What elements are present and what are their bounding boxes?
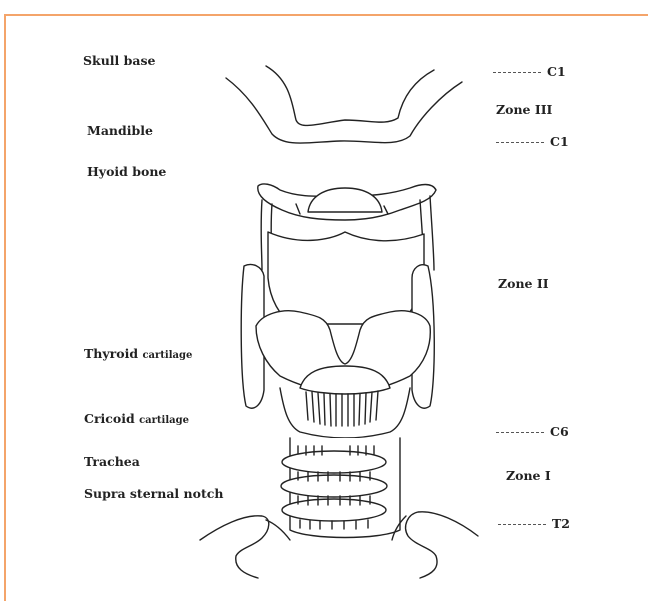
level-c1-mid: C1 bbox=[550, 134, 569, 149]
zone-1-label: Zone I bbox=[506, 470, 551, 483]
hyoid-outline bbox=[258, 184, 436, 220]
label-thyroid-cartilage: Thyroid cartilage bbox=[84, 348, 192, 361]
thyroid-suffix: cartilage bbox=[142, 350, 192, 361]
level-c1-top: C1 bbox=[547, 64, 566, 79]
mandible-outline bbox=[226, 66, 462, 143]
level-marker-c6: C6 bbox=[496, 426, 569, 439]
dash-line bbox=[498, 524, 546, 525]
dash-line bbox=[496, 142, 544, 143]
label-supra-sternal-notch: Supra sternal notch bbox=[84, 488, 223, 501]
thyroid-word: Thyroid bbox=[84, 346, 138, 361]
label-cricoid-cartilage: Cricoid cartilage bbox=[84, 413, 189, 426]
trachea-rings bbox=[281, 438, 400, 538]
zone-2-label: Zone II bbox=[498, 278, 549, 291]
level-c6: C6 bbox=[550, 424, 569, 439]
cricoid-suffix: cartilage bbox=[139, 415, 189, 426]
zone-3-label: Zone III bbox=[496, 104, 552, 117]
level-marker-c1-mid: C1 bbox=[496, 136, 569, 149]
level-marker-c1-top: C1 bbox=[493, 66, 566, 79]
level-marker-t2: T2 bbox=[498, 518, 570, 531]
level-t2: T2 bbox=[552, 516, 570, 531]
dash-line bbox=[493, 72, 541, 73]
label-mandible: Mandible bbox=[87, 125, 153, 138]
label-trachea: Trachea bbox=[84, 456, 140, 469]
dash-line bbox=[496, 432, 544, 433]
label-hyoid-bone: Hyoid bone bbox=[87, 166, 166, 179]
cricoid-word: Cricoid bbox=[84, 411, 135, 426]
label-skull-base: Skull base bbox=[83, 55, 155, 68]
